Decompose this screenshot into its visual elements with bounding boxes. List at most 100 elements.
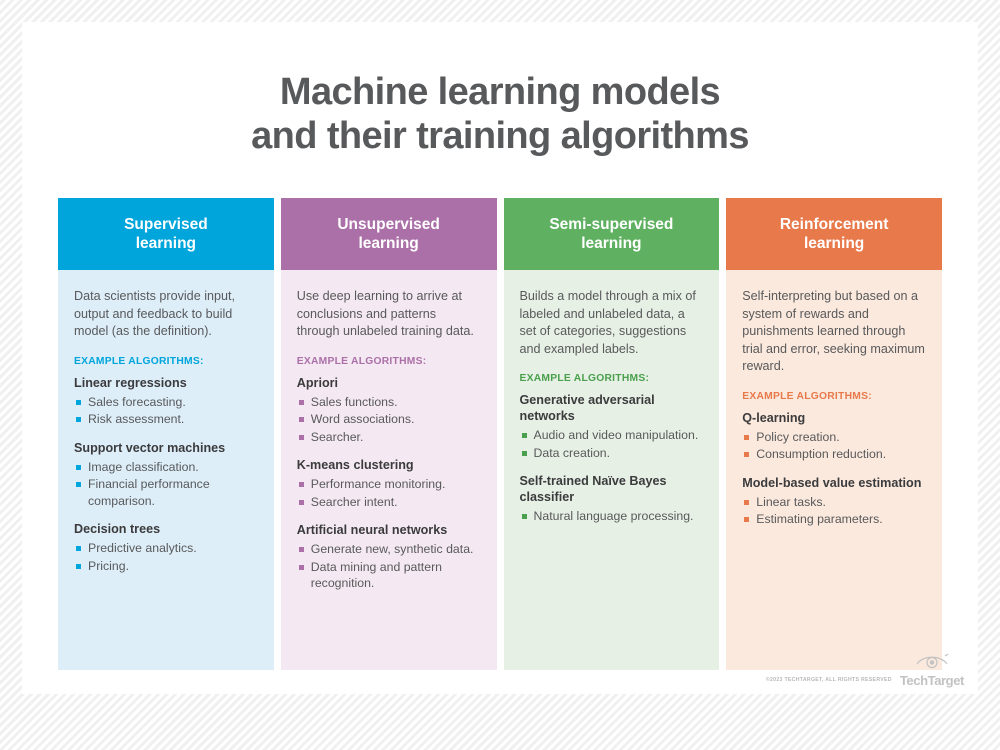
list-item: Audio and video manipulation.	[520, 427, 704, 444]
algorithm-group-title: Linear regressions	[74, 375, 187, 390]
example-algorithms-label: EXAMPLE ALGORITHMS:	[74, 355, 204, 367]
list-item: Searcher intent.	[297, 494, 481, 511]
column-header-line-1: Unsupervised	[337, 216, 440, 233]
column-header-semi-supervised: Semi-supervised learning	[503, 198, 720, 270]
list-item-label: Data mining and pattern recognition.	[310, 559, 442, 591]
column-body-supervised: Data scientists provide input, output an…	[58, 270, 274, 670]
logo-wordmark: TechTarget	[899, 673, 965, 688]
column-body-reinforcement: Self-interpreting but based on a system …	[726, 270, 942, 670]
list-item: Consumption reduction.	[742, 446, 926, 463]
column-header-line-2: learning	[135, 235, 197, 252]
footer: ©2023 TECHTARGET, ALL RIGHTS RESERVED Te…	[766, 653, 964, 688]
list-item: Searcher.	[297, 429, 481, 446]
algorithm-group-title: Model-based value estimation	[742, 475, 922, 490]
algorithm-group-title: Support vector machines	[74, 440, 226, 455]
example-algorithms-label: EXAMPLE ALGORITHMS:	[742, 390, 872, 402]
list-item: Risk assessment.	[74, 411, 258, 428]
algorithm-group-title: Decision trees	[74, 522, 161, 536]
page-title-line-2: and their training algorithms	[251, 115, 749, 157]
list-item-label: Policy creation.	[756, 429, 840, 444]
column-header-supervised: Supervised learning	[58, 198, 274, 270]
list-item-label: Audio and video manipulation.	[533, 428, 699, 442]
list-item: Image classification.	[74, 459, 258, 476]
column-description: Use deep learning to arrive at conclusio…	[296, 289, 474, 338]
column-header-line-1: Semi-supervised	[549, 216, 674, 233]
page-title-line-1: Machine learning models	[279, 71, 721, 113]
example-algorithms-label: EXAMPLE ALGORITHMS:	[519, 373, 650, 384]
example-algorithms-label: EXAMPLE ALGORITHMS:	[296, 355, 427, 367]
column-header-line-2: learning	[581, 235, 642, 252]
column-body-unsupervised: Use deep learning to arrive at conclusio…	[280, 270, 497, 670]
list-item-label: Word associations.	[310, 412, 415, 426]
column-description: Data scientists provide input, output an…	[74, 289, 236, 338]
column-header-reinforcement: Reinforcement learning	[726, 198, 942, 270]
list-item-label: Predictive analytics.	[88, 541, 197, 555]
list-item-label: Risk assessment.	[88, 412, 185, 426]
list-item-label: Searcher intent.	[310, 494, 398, 509]
algorithm-use-case-list: Policy creation. Consumption reduction.	[742, 429, 926, 463]
column-header-line-2: learning	[803, 235, 865, 252]
algorithm-use-case-list: Performance monitoring. Searcher intent.	[297, 476, 481, 510]
column-header-line-2: learning	[358, 235, 419, 252]
list-item: Policy creation.	[742, 429, 926, 446]
column-description: Builds a model through a mix of labeled …	[519, 289, 696, 356]
list-item-label: Pricing.	[88, 558, 130, 573]
list-item-label: Sales functions.	[310, 394, 398, 409]
algorithm-group-title: Apriori	[296, 375, 339, 390]
list-item: Estimating parameters.	[742, 511, 926, 528]
list-item-label: Estimating parameters.	[756, 512, 883, 526]
algorithm-use-case-list: Image classification. Financial performan…	[74, 459, 258, 510]
column-header-line-1: Supervised	[124, 216, 208, 233]
list-item-label: Data creation.	[533, 445, 611, 460]
list-item: Sales functions.	[297, 394, 481, 411]
list-item-label: Searcher.	[310, 429, 364, 444]
list-item: Natural language processing.	[520, 508, 704, 525]
list-item-label: Financial performance comparison.	[88, 477, 210, 508]
algorithm-group-title: Generative adversarial networks	[519, 393, 655, 423]
list-item: Financial performance comparison.	[74, 476, 258, 509]
column-header-unsupervised: Unsupervised learning	[280, 198, 497, 270]
list-item-label: Generate new, synthetic data.	[310, 542, 474, 556]
page-title: Machine learning models and their traini…	[22, 22, 978, 158]
column-body-semi-supervised: Builds a model through a mix of labeled …	[503, 270, 720, 670]
list-item: Linear tasks.	[742, 494, 926, 511]
list-item-label: Consumption reduction.	[756, 447, 887, 461]
list-item: Predictive analytics.	[74, 540, 258, 557]
algorithm-group-title: Self-trained Naïve Bayes classifier	[519, 474, 667, 504]
list-item: Word associations.	[297, 411, 481, 428]
list-item: Data mining and pattern recognition.	[297, 559, 481, 592]
list-item-label: Natural language processing.	[533, 509, 694, 523]
list-item-label: Linear tasks.	[756, 494, 826, 509]
column-description: Self-interpreting but based on a system …	[742, 289, 925, 373]
algorithm-use-case-list: Audio and video manipulation. Data creati…	[520, 427, 704, 461]
list-item-label: Image classification.	[88, 459, 199, 474]
list-item: Generate new, synthetic data.	[297, 541, 481, 558]
algorithm-use-case-list: Linear tasks. Estimating parameters.	[742, 494, 926, 528]
algorithm-use-case-list: Sales forecasting.Risk assessment.	[74, 394, 258, 428]
list-item: Sales forecasting.	[74, 394, 258, 411]
algorithm-group-title: Q-learning	[742, 410, 806, 425]
list-item-label: Performance monitoring.	[310, 477, 446, 491]
algorithm-use-case-list: Natural language processing.	[520, 508, 704, 525]
techtarget-logo: TechTarget	[900, 653, 964, 688]
eye-icon	[915, 653, 949, 674]
list-item: Performance monitoring.	[297, 476, 481, 493]
algorithm-use-case-list: Predictive analytics. Pricing.	[74, 540, 258, 574]
column-header-line-1: Reinforcement	[779, 216, 889, 233]
algorithm-use-case-list: Sales functions. Word associations. Search…	[297, 394, 481, 446]
